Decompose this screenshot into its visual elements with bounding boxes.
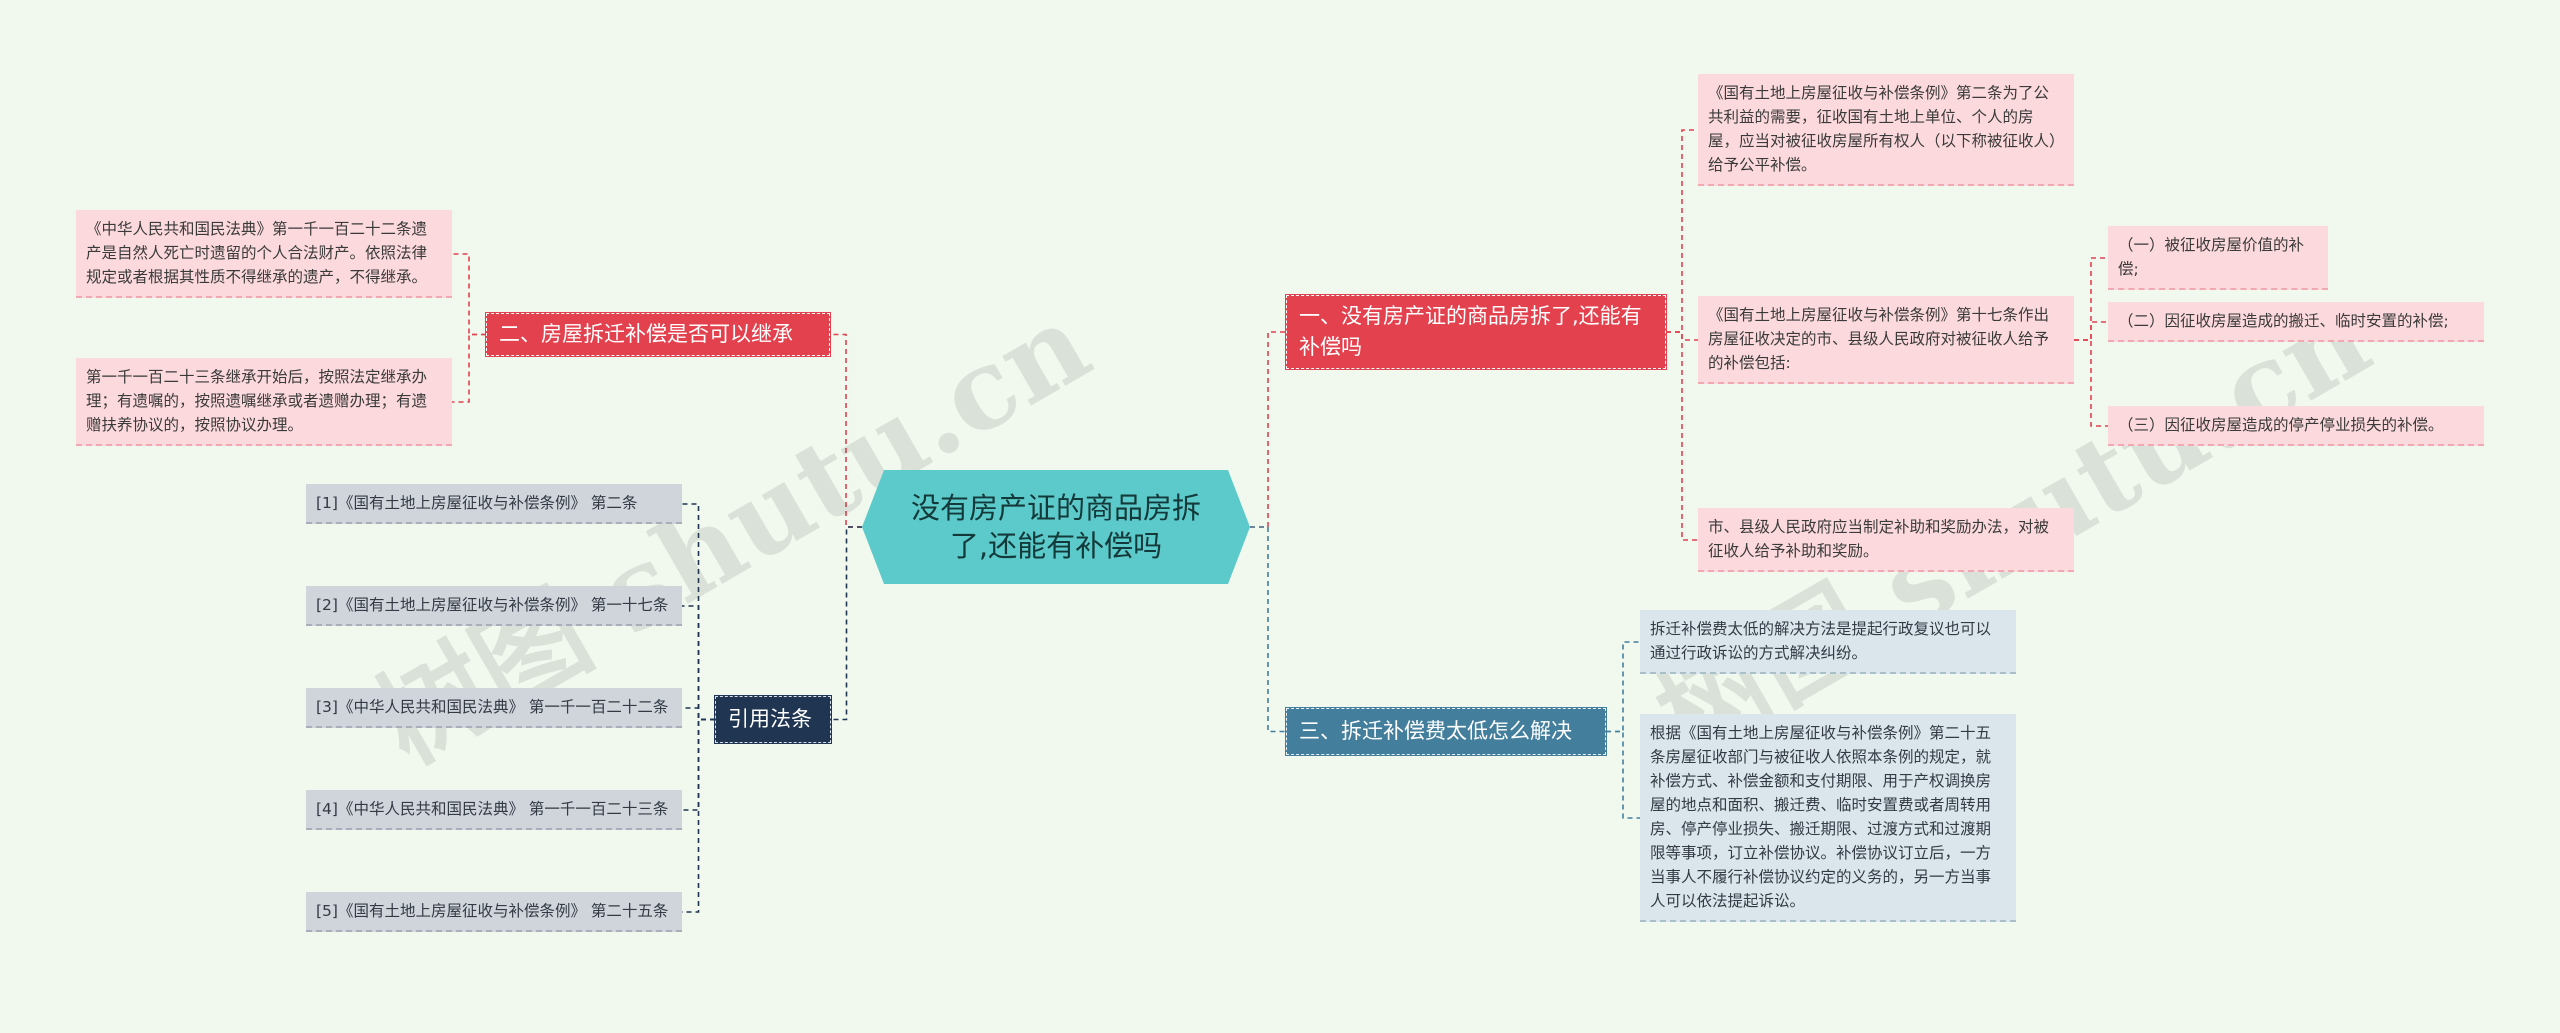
leaf-subsidy-incentive-text: 市、县级人民政府应当制定补助和奖励办法，对被征收人给予补助和奖励。 xyxy=(1708,518,2050,560)
branch-cited-laws-label: 引用法条 xyxy=(728,707,812,731)
connector-central-refs xyxy=(831,526,862,721)
leaf-ref-5[interactable]: [5]《国有土地上房屋征收与补偿条例》 第二十五条 xyxy=(306,892,682,932)
leaf-ref-3-text: [3]《中华人民共和国民法典》 第一千一百二十二条 xyxy=(316,698,669,716)
leaf-ref-5-text: [5]《国有土地上房屋征收与补偿条例》 第二十五条 xyxy=(316,902,669,920)
connector-b1-leaf-1 xyxy=(1666,331,1698,341)
leaf-review-or-litigation[interactable]: 拆迁补偿费太低的解决方法是提起行政复议也可以通过行政诉讼的方式解决纠纷。 xyxy=(1640,610,2016,674)
leaf-business-loss-compensation-text: （三）因征收房屋造成的停产停业损失的补偿。 xyxy=(2118,416,2444,434)
leaf-article-2-text: 《国有土地上房屋征收与补偿条例》第二条为了公共利益的需要，征收国有土地上单位、个… xyxy=(1708,84,2057,174)
leaf-article-17[interactable]: 《国有土地上房屋征收与补偿条例》第十七条作出房屋征收决定的市、县级人民政府对被征… xyxy=(1698,296,2074,384)
leaf-civil-code-1122-text: 《中华人民共和国民法典》第一千一百二十二条遗产是自然人死亡时遗留的个人合法财产。… xyxy=(86,220,428,286)
connector-refs-leaf-0 xyxy=(682,503,715,721)
leaf-ref-1[interactable]: [1]《国有土地上房屋征收与补偿条例》 第二条 xyxy=(306,484,682,524)
connector-b1-leaf-0 xyxy=(1666,129,1698,333)
connector-refs-leaf-3 xyxy=(682,718,715,811)
leaf-article-2[interactable]: 《国有土地上房屋征收与补偿条例》第二条为了公共利益的需要，征收国有土地上单位、个… xyxy=(1698,74,2074,186)
branch-cited-laws[interactable]: 引用法条 xyxy=(715,696,831,743)
leaf-review-or-litigation-text: 拆迁补偿费太低的解决方法是提起行政复议也可以通过行政诉讼的方式解决纠纷。 xyxy=(1650,620,1992,662)
connector-b3-leaf-0 xyxy=(1606,641,1640,733)
leaf-relocation-compensation-text: （二）因征收房屋造成的搬迁、临时安置的补偿; xyxy=(2118,312,2449,330)
leaf-ref-3[interactable]: [3]《中华人民共和国民法典》 第一千一百二十二条 xyxy=(306,688,682,728)
branch-low-compensation[interactable]: 三、拆迁补偿费太低怎么解决 xyxy=(1286,708,1606,755)
leaf-article-25[interactable]: 根据《国有土地上房屋征收与补偿条例》第二十五条房屋征收部门与被征收人依照本条例的… xyxy=(1640,714,2016,922)
connector-refs-leaf-2 xyxy=(682,707,715,721)
connector-b3-leaf-1 xyxy=(1606,730,1640,819)
leaf-ref-4[interactable]: [4]《中华人民共和国民法典》 第一千一百二十三条 xyxy=(306,790,682,830)
branch-compensation-without-certificate-label: 一、没有房产证的商品房拆了,还能有补偿吗 xyxy=(1299,304,1642,359)
connector-b1-leaf-2 xyxy=(1666,331,1698,541)
connector-central-b2 xyxy=(830,333,862,528)
leaf-civil-code-1122[interactable]: 《中华人民共和国民法典》第一千一百二十二条遗产是自然人死亡时遗留的个人合法财产。… xyxy=(76,210,452,298)
connector-article17-sub-2 xyxy=(2074,339,2108,427)
leaf-ref-1-text: [1]《国有土地上房屋征收与补偿条例》 第二条 xyxy=(316,494,638,512)
leaf-house-value-compensation[interactable]: （一）被征收房屋价值的补偿; xyxy=(2108,226,2328,290)
central-topic[interactable]: 没有房产证的商品房拆了,还能有补偿吗 xyxy=(862,470,1250,584)
leaf-article-25-text: 根据《国有土地上房屋征收与补偿条例》第二十五条房屋征收部门与被征收人依照本条例的… xyxy=(1650,724,1992,910)
leaf-civil-code-1123[interactable]: 第一千一百二十三条继承开始后，按照法定继承办理；有遗嘱的，按照遗嘱继承或者遗赠办… xyxy=(76,358,452,446)
leaf-ref-4-text: [4]《中华人民共和国民法典》 第一千一百二十三条 xyxy=(316,800,669,818)
connector-b2-leaf-0 xyxy=(452,253,486,336)
leaf-civil-code-1123-text: 第一千一百二十三条继承开始后，按照法定继承办理；有遗嘱的，按照遗嘱继承或者遗赠办… xyxy=(86,368,428,434)
branch-inheritance-label: 二、房屋拆迁补偿是否可以继承 xyxy=(499,322,793,346)
leaf-house-value-compensation-text: （一）被征收房屋价值的补偿; xyxy=(2118,236,2305,278)
leaf-relocation-compensation[interactable]: （二）因征收房屋造成的搬迁、临时安置的补偿; xyxy=(2108,302,2484,342)
connector-article17-sub-1 xyxy=(2074,321,2108,341)
leaf-ref-2-text: [2]《国有土地上房屋征收与补偿条例》 第一十七条 xyxy=(316,596,669,614)
central-topic-label: 没有房产证的商品房拆了,还能有补偿吗 xyxy=(910,491,1201,563)
leaf-business-loss-compensation[interactable]: （三）因征收房屋造成的停产停业损失的补偿。 xyxy=(2108,406,2484,446)
connector-article17-sub-0 xyxy=(2074,257,2108,341)
connector-central-b1 xyxy=(1250,331,1286,528)
leaf-article-17-text: 《国有土地上房屋征收与补偿条例》第十七条作出房屋征收决定的市、县级人民政府对被征… xyxy=(1708,306,2050,372)
connector-refs-leaf-1 xyxy=(682,605,715,721)
leaf-ref-2[interactable]: [2]《国有土地上房屋征收与补偿条例》 第一十七条 xyxy=(306,586,682,626)
branch-inheritance[interactable]: 二、房屋拆迁补偿是否可以继承 xyxy=(486,313,830,356)
connector-refs-leaf-4 xyxy=(682,718,715,913)
branch-low-compensation-label: 三、拆迁补偿费太低怎么解决 xyxy=(1299,719,1572,743)
connector-b2-leaf-1 xyxy=(452,333,486,403)
branch-compensation-without-certificate[interactable]: 一、没有房产证的商品房拆了,还能有补偿吗 xyxy=(1286,295,1666,369)
leaf-subsidy-incentive[interactable]: 市、县级人民政府应当制定补助和奖励办法，对被征收人给予补助和奖励。 xyxy=(1698,508,2074,572)
connector-central-b3 xyxy=(1250,526,1286,733)
